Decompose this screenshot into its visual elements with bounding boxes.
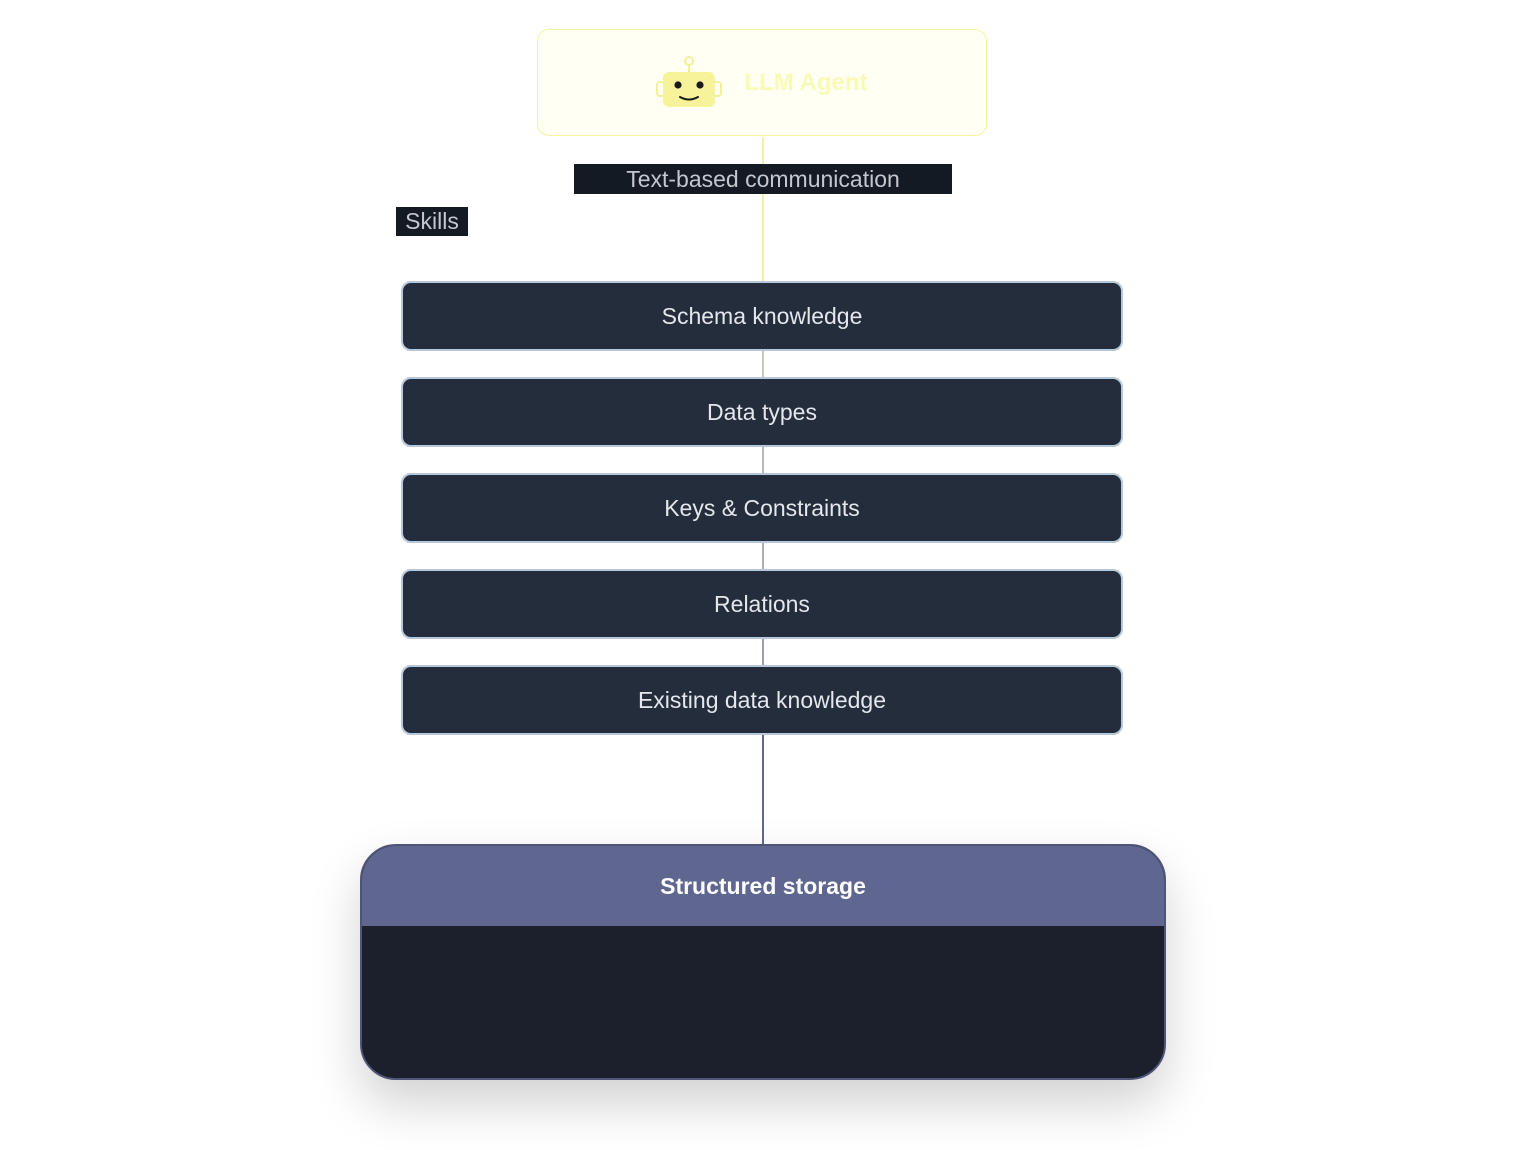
skill-label: Data types [707,398,817,425]
skill-keys-constraints: Keys & Constraints [401,473,1123,543]
storage-body [362,926,1164,1078]
skill-label: Schema knowledge [661,302,863,329]
skill-connector-line [762,446,764,474]
skill-connector-line [762,542,764,570]
communication-label: Text-based communication [574,164,952,194]
agent-title: LLM Agent [744,68,868,96]
robot-icon [656,55,723,107]
skill-connector-line [762,638,764,666]
skill-existing-data-knowledge: Existing data knowledge [401,665,1123,735]
skill-relations: Relations [401,569,1123,639]
agent-connector-line [762,137,764,282]
storage-header: Structured storage [362,846,1164,926]
skill-connector-line [762,350,764,378]
skill-label: Relations [714,590,810,617]
skills-label: Skills [396,207,468,236]
structured-storage-node: Structured storage [360,844,1166,1080]
storage-title: Structured storage [660,872,866,899]
skill-label: Keys & Constraints [664,494,860,521]
skill-data-types: Data types [401,377,1123,447]
llm-agent-node: LLM Agent [537,29,987,136]
skill-label: Existing data knowledge [637,686,887,713]
skill-schema-knowledge: Schema knowledge [401,281,1123,351]
storage-connector-line [762,734,764,846]
